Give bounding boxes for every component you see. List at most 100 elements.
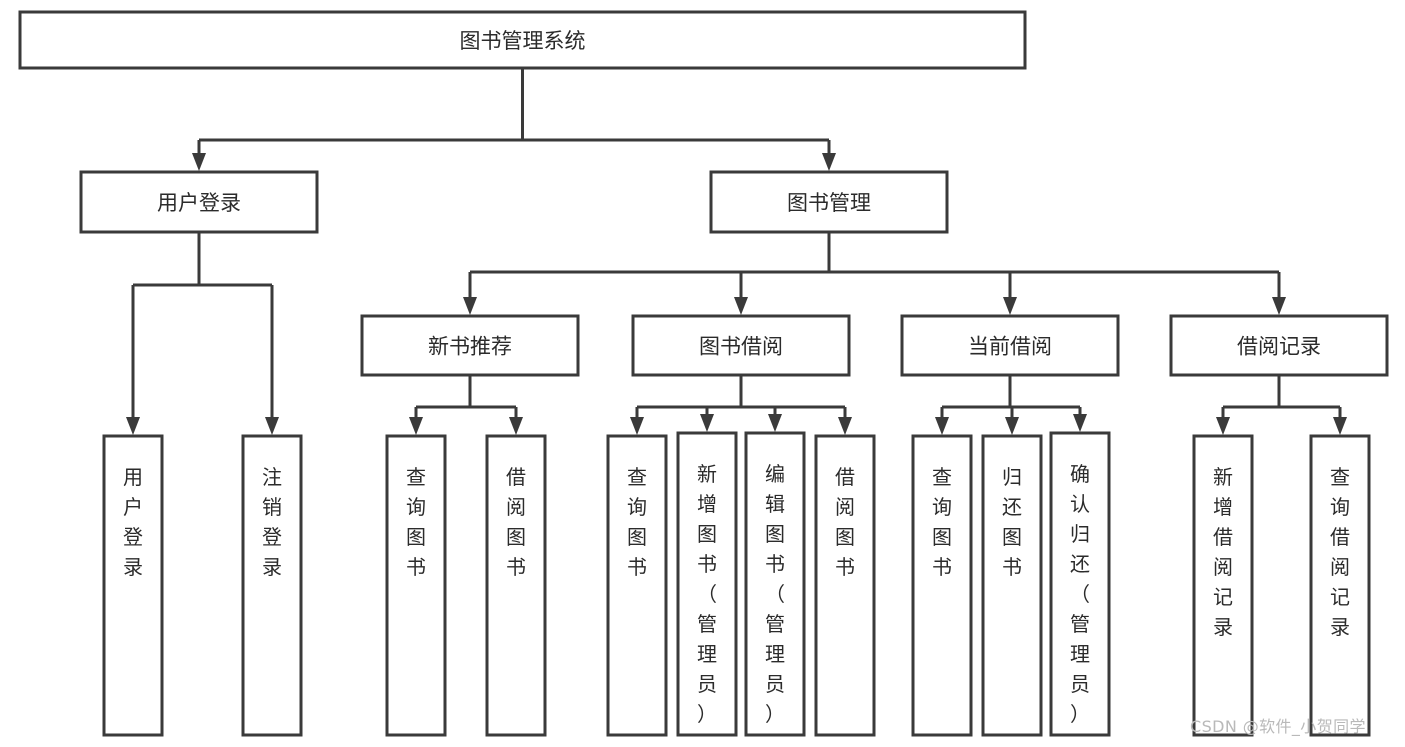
- node-label-char: （: [1070, 582, 1090, 606]
- node-label-char: 图: [506, 525, 526, 549]
- node-layer: 图书管理系统用户登录图书管理新书推荐图书借阅当前借阅借阅记录用户登录注销登录查询…: [18, 10, 1389, 737]
- node-box[interactable]: [631, 314, 851, 377]
- node-label-char: 借: [1213, 525, 1233, 549]
- node-box[interactable]: [79, 170, 319, 234]
- node-box[interactable]: [676, 431, 738, 737]
- node-box[interactable]: [981, 434, 1043, 737]
- node-box[interactable]: [744, 431, 806, 737]
- node-label-char: 归: [1002, 465, 1022, 489]
- node-box[interactable]: [485, 434, 547, 737]
- node-label-char: 归: [1070, 522, 1090, 546]
- node-label-char: 录: [1213, 615, 1233, 639]
- node-label: 图书管理: [787, 191, 871, 215]
- node-label: 新书推荐: [428, 335, 512, 359]
- node-box[interactable]: [360, 314, 580, 377]
- arrow-head-icon: [822, 153, 836, 171]
- node-box[interactable]: [606, 434, 668, 737]
- node-label-char: 借: [835, 465, 855, 489]
- arrow-head-icon: [1003, 297, 1017, 315]
- node-box[interactable]: [1169, 314, 1389, 377]
- node-label-char: 图: [697, 522, 717, 546]
- node-borrow-record[interactable]: 借阅记录: [1169, 314, 1389, 377]
- node-label-char: 理: [765, 642, 785, 666]
- node-box[interactable]: [814, 434, 876, 737]
- node-label-char: （: [765, 582, 785, 606]
- node-label-char: 查: [932, 465, 952, 489]
- node-new-book-recommend[interactable]: 新书推荐: [360, 314, 580, 377]
- node-label-char: 书: [835, 555, 855, 579]
- node-box[interactable]: [18, 10, 1027, 70]
- node-box[interactable]: [1309, 434, 1371, 737]
- node-book-management[interactable]: 图书管理: [709, 170, 949, 234]
- node-label-char: 记: [1330, 585, 1350, 609]
- node-label-char: 认: [1070, 492, 1090, 516]
- node-label-char: 询: [406, 495, 426, 519]
- node-label-char: 新: [1213, 465, 1233, 489]
- node-box[interactable]: [709, 170, 949, 234]
- node-label-char: 登: [262, 525, 282, 549]
- node-current-borrow[interactable]: 当前借阅: [900, 314, 1120, 377]
- node-box[interactable]: [1192, 434, 1254, 737]
- node-box[interactable]: [241, 434, 303, 737]
- node-box[interactable]: [1049, 431, 1111, 737]
- arrow-head-icon: [265, 417, 279, 435]
- node-box[interactable]: [385, 434, 447, 737]
- node-label-char: ）: [1070, 702, 1090, 726]
- node-label-char: 管: [1070, 612, 1090, 636]
- node-label-char: 辑: [765, 492, 785, 516]
- connector-layer: [126, 68, 1347, 435]
- node-label-char: 阅: [1213, 555, 1233, 579]
- node-label: 用户登录: [157, 191, 241, 215]
- node-label-char: 管: [765, 612, 785, 636]
- node-root[interactable]: 图书管理系统: [18, 10, 1027, 70]
- node-label: 当前借阅: [968, 335, 1052, 359]
- node-label-char: ）: [765, 702, 785, 726]
- node-label-char: 理: [1070, 642, 1090, 666]
- node-label: 图书管理系统: [460, 29, 586, 53]
- node-label-char: 记: [1213, 585, 1233, 609]
- node-label: 借阅记录: [1237, 335, 1321, 359]
- node-user-login[interactable]: 用户登录: [79, 170, 319, 234]
- node-label-char: 阅: [835, 495, 855, 519]
- node-book-borrow[interactable]: 图书借阅: [631, 314, 851, 377]
- node-label-char: 阅: [1330, 555, 1350, 579]
- arrow-head-icon: [409, 417, 423, 435]
- node-leaf-user-login[interactable]: 用户登录: [102, 434, 164, 737]
- arrow-head-icon: [1005, 417, 1019, 435]
- node-label-char: 图: [1002, 525, 1022, 549]
- node-label-char: 管: [697, 612, 717, 636]
- node-label-char: 询: [627, 495, 647, 519]
- node-label-char: 编: [765, 462, 785, 486]
- node-label-char: 员: [1070, 672, 1090, 696]
- node-label-char: 员: [697, 672, 717, 696]
- node-label-char: 借: [506, 465, 526, 489]
- node-label-char: 新: [697, 462, 717, 486]
- node-label-char: 登: [123, 525, 143, 549]
- node-label-char: 书: [697, 552, 717, 576]
- node-box[interactable]: [911, 434, 973, 737]
- node-label-char: 增: [697, 492, 717, 516]
- node-label-char: 查: [1330, 465, 1350, 489]
- node-label-char: 还: [1002, 495, 1022, 519]
- arrow-head-icon: [768, 414, 782, 432]
- node-label-char: 借: [1330, 525, 1350, 549]
- node-box[interactable]: [900, 314, 1120, 377]
- node-label-char: 图: [627, 525, 647, 549]
- node-box[interactable]: [102, 434, 164, 737]
- arrow-head-icon: [1272, 297, 1286, 315]
- node-label-char: 理: [697, 642, 717, 666]
- node-label-char: 确: [1070, 462, 1090, 486]
